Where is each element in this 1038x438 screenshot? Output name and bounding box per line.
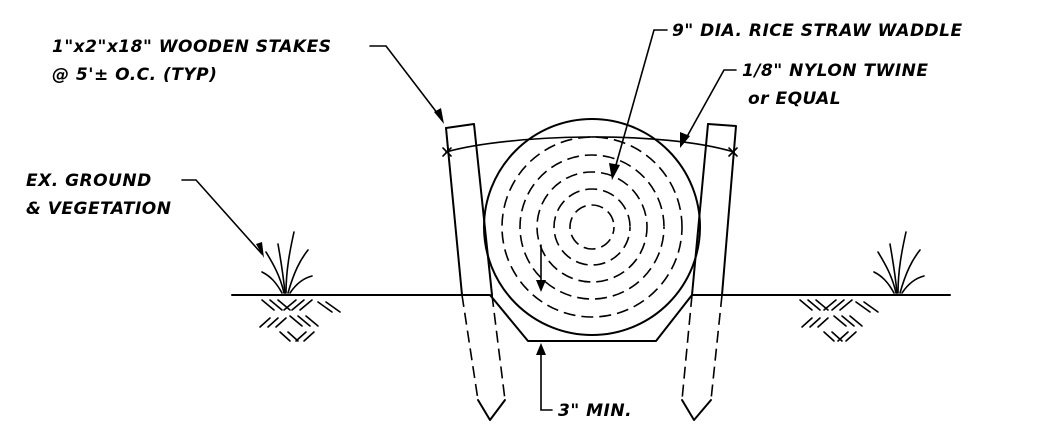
nylon-twine — [445, 136, 735, 153]
ground-label-line1: EX. GROUND — [26, 171, 152, 191]
soil-hatch-left — [259, 299, 341, 342]
ground-leader — [181, 179, 263, 255]
twine-label-line2: or EQUAL — [748, 89, 841, 109]
waddle-leader — [613, 29, 668, 173]
twine-knot-left — [442, 147, 452, 157]
wooden-stake-left — [445, 123, 506, 421]
twine-label-line1: 1/8" NYLON TWINE — [742, 61, 929, 81]
stakes-leader — [369, 45, 442, 119]
depth-label: 3" MIN. — [558, 401, 632, 421]
stakes-label-line2: @ 5'± O.C. (TYP) — [52, 65, 217, 85]
ground-line-with-trench — [231, 294, 951, 342]
vegetation-left — [261, 231, 313, 294]
wooden-stake-right — [681, 123, 737, 421]
stakes-label-line1: 1"x2"x18" WOODEN STAKES — [52, 37, 331, 57]
vegetation-right — [873, 231, 925, 294]
twine-knot-right — [728, 147, 738, 157]
straw-waddle — [483, 118, 701, 336]
ground-label-line2: & VEGETATION — [26, 199, 172, 219]
twine-leader — [683, 69, 737, 143]
depth-dimension — [536, 244, 553, 411]
waddle-label: 9" DIA. RICE STRAW WADDLE — [672, 21, 963, 41]
soil-hatch-right — [799, 299, 879, 342]
